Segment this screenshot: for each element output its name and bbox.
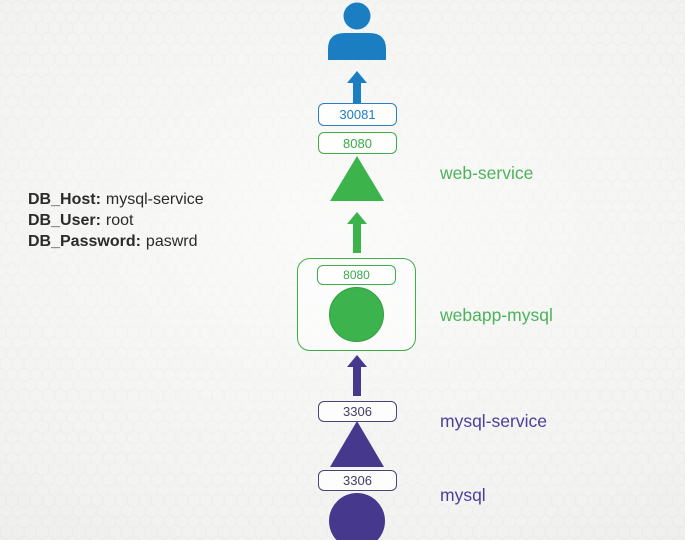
person-icon [328, 2, 386, 60]
env-value: mysql-service [105, 191, 204, 208]
env-value: root [105, 212, 134, 229]
web-service-triangle [330, 156, 384, 201]
env-line-db-password: DB_Password:paswrd [28, 231, 204, 252]
web-service-port-badge: 8080 [318, 132, 397, 154]
env-line-db-user: DB_User:root [28, 210, 204, 231]
arrow-shaft [353, 224, 361, 253]
webapp-mysql-label: webapp-mysql [440, 305, 553, 325]
mysql-service-triangle [330, 421, 384, 467]
web-service-label: web-service [440, 163, 534, 183]
up-arrow-icon [347, 355, 367, 396]
env-key: DB_Password: [28, 233, 141, 250]
arrow-shaft [353, 83, 361, 104]
webapp-port-badge: 8080 [317, 265, 396, 285]
mysql-pod-circle [329, 493, 385, 540]
arrow-head [347, 212, 367, 224]
up-arrow-icon [347, 71, 367, 104]
env-vars-panel: DB_Host:mysql-service DB_User:root DB_Pa… [28, 189, 204, 252]
arrow-shaft [353, 367, 361, 396]
arrow-head [347, 71, 367, 83]
mysql-service-port-badge: 3306 [318, 401, 397, 422]
mysql-service-label: mysql-service [440, 411, 547, 431]
up-arrow-icon [347, 212, 367, 253]
env-key: DB_User: [28, 212, 101, 229]
mysql-port-badge: 3306 [318, 470, 397, 491]
nodeport-badge: 30081 [318, 103, 397, 126]
env-value: paswrd [145, 233, 198, 250]
mysql-label: mysql [440, 485, 486, 505]
webapp-pod-circle [329, 287, 384, 342]
env-line-db-host: DB_Host:mysql-service [28, 189, 204, 210]
arrow-head [347, 355, 367, 367]
env-key: DB_Host: [28, 191, 101, 208]
